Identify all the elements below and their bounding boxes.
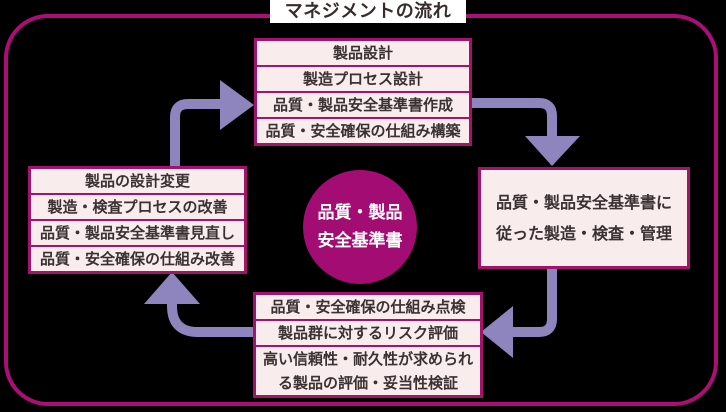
arrow-design-to-manufacturing-icon [471,98,580,166]
arrow-manufacturing-to-evaluation-icon [481,268,557,358]
arrow-improvement-to-design-icon [170,80,254,166]
circle-text-line: 安全基準書 [317,231,403,251]
circle-text-line: 品質・製品 [317,203,403,223]
box-row: 品質・製品安全基準書作成 [257,91,469,117]
diagram-title: マネジメントの流れ [270,0,466,23]
arrow-evaluation-to-improvement-icon [144,272,254,337]
box-row: 製造プロセス設計 [257,65,469,91]
box-row: 高い信頼性・耐久性が求められる製品の評価・妥当性検証 [256,345,480,395]
box-row: 品質・安全確保の仕組み構築 [257,117,469,143]
evaluation-phase-box: 品質・安全確保の仕組み点検 製品群に対するリスク評価 高い信頼性・耐久性が求めら… [253,292,483,398]
box-row: 製品群に対するリスク評価 [256,319,480,345]
box-row: 製品設計 [257,41,469,65]
standards-document-circle: 品質・製品 安全基準書 [303,170,417,284]
box-text-line: 従った製造・検査・管理 [495,224,672,243]
box-row: 製造・検査プロセスの改善 [31,193,244,219]
manufacturing-phase-box: 品質・製品安全基準書に 従った製造・検査・管理 [478,167,690,269]
box-row: 品質・安全確保の仕組み点検 [256,295,480,319]
box-text-line: 品質・製品安全基準書に [495,193,672,212]
improvement-phase-box: 製品の設計変更 製造・検査プロセスの改善 品質・製品安全基準書見直し 品質・安全… [28,166,247,274]
box-row: 製品の設計変更 [31,169,244,193]
box-row: 品質・安全確保の仕組み改善 [31,245,244,271]
box-row: 品質・製品安全基準書見直し [31,219,244,245]
design-phase-box: 製品設計 製造プロセス設計 品質・製品安全基準書作成 品質・安全確保の仕組み構築 [254,38,472,146]
